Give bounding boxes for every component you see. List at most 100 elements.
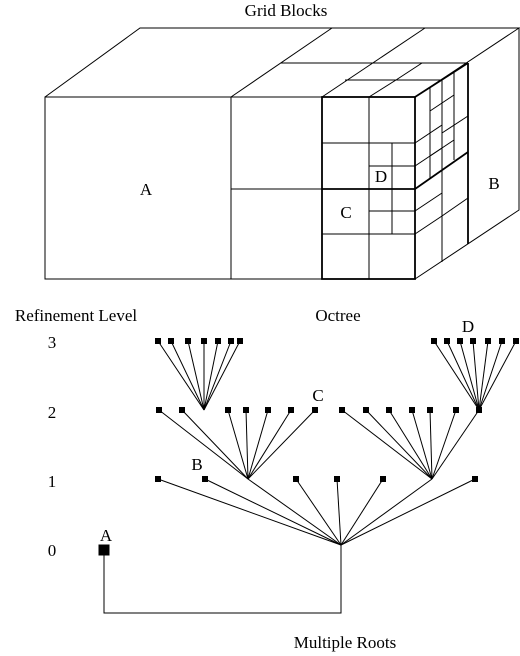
tree-node-level-2 [179, 407, 185, 413]
tree-edge [446, 340, 480, 411]
right-face [414, 28, 520, 280]
tree-node-level-1 [472, 476, 478, 482]
tree-edge [158, 409, 249, 480]
tree-node-level-2 [265, 407, 271, 413]
tree-node-level-3 [215, 338, 221, 344]
tree-edge [459, 340, 480, 411]
tree-edge [203, 340, 219, 411]
side-fine-8 [441, 115, 469, 134]
tree-node-level-2 [363, 407, 369, 413]
tree-edge [411, 409, 433, 480]
block-label-a: A [140, 180, 153, 199]
tree-edge [170, 340, 205, 411]
level-label-0: 0 [48, 541, 57, 560]
tree-node-level-1 [380, 476, 386, 482]
tree-edge [227, 409, 249, 480]
tree-edge [247, 478, 342, 546]
tree-edge [204, 478, 342, 546]
tree-node-level-2 [427, 407, 433, 413]
top-face-fine-1 [368, 79, 397, 98]
tree-edge [340, 478, 384, 546]
tree-node-level-1 [293, 476, 299, 482]
tree-edge [245, 409, 249, 480]
grid-blocks-drawing [44, 27, 520, 280]
block-label-c: C [340, 203, 351, 222]
tree-node-level-1 [155, 476, 161, 482]
tree-node-level-2 [453, 407, 459, 413]
tree-label-a: A [100, 526, 113, 545]
tree-edge [431, 409, 480, 480]
side-fine-2 [414, 215, 443, 235]
grid-blocks-title: Grid Blocks [245, 1, 328, 20]
tree-edge [247, 409, 316, 480]
tree-edge [203, 340, 241, 411]
tree-edge [478, 340, 503, 411]
tree-label-b: B [191, 455, 202, 474]
octree-title: Octree [315, 306, 360, 325]
tree-node-level-3 [485, 338, 491, 344]
tree-node-level-2 [339, 407, 345, 413]
tree-node-level-3 [513, 338, 519, 344]
tree-node-root-a [98, 544, 110, 556]
tree-edge [247, 409, 292, 480]
block-label-b: B [488, 174, 499, 193]
tree-nodes [98, 338, 519, 556]
tree-node-level-2 [288, 407, 294, 413]
tree-edge [472, 340, 480, 411]
tree-edge [431, 409, 457, 480]
block-label-d: D [375, 167, 387, 186]
tree-edge [247, 409, 269, 480]
multiple-roots-title: Multiple Roots [294, 633, 396, 652]
tree-edge [478, 340, 489, 411]
tree-node-level-1 [334, 476, 340, 482]
roots-connector [103, 545, 342, 614]
tree-node-level-3 [185, 338, 191, 344]
tree-edge [157, 478, 342, 546]
side-fine-7 [414, 192, 443, 212]
tree-node-level-3 [444, 338, 450, 344]
tree-edge [157, 340, 205, 411]
tree-edge [181, 409, 249, 480]
tree-edge [478, 340, 517, 411]
tree-node-level-2 [409, 407, 415, 413]
tree-edge [203, 340, 232, 411]
tree-node-level-3 [431, 338, 437, 344]
tree-edge [340, 478, 433, 546]
tree-edge [336, 478, 342, 546]
tree-edge [365, 409, 433, 480]
refinement-level-title: Refinement Level [15, 306, 138, 325]
tree-node-level-2 [476, 407, 482, 413]
tree-edge [340, 478, 476, 546]
tree-label-d: D [462, 317, 474, 336]
tree-node-level-3 [499, 338, 505, 344]
tree-node-level-2 [386, 407, 392, 413]
level-label-3: 3 [48, 333, 57, 352]
tree-edge [433, 340, 480, 411]
tree-node-level-1 [202, 476, 208, 482]
front-face [44, 96, 416, 280]
tree-node-level-3 [201, 338, 207, 344]
tree-node-level-3 [228, 338, 234, 344]
tree-node-level-2 [225, 407, 231, 413]
level-label-2: 2 [48, 403, 57, 422]
level-label-1: 1 [48, 472, 57, 491]
tree-node-level-3 [168, 338, 174, 344]
tree-edge [429, 409, 433, 480]
side-fine-10 [429, 139, 455, 157]
side-fine-9 [441, 197, 469, 217]
tree-node-level-2 [312, 407, 318, 413]
side-fine-1 [414, 124, 443, 144]
side-fine-11 [429, 94, 455, 112]
tree-edge [388, 409, 433, 480]
tree-node-level-3 [470, 338, 476, 344]
tree-node-level-3 [457, 338, 463, 344]
tree-edge [341, 409, 433, 480]
tree-edge [187, 340, 205, 411]
tree-node-level-2 [243, 407, 249, 413]
tree-node-level-3 [155, 338, 161, 344]
top-face-fine-3 [395, 62, 423, 81]
tree-node-level-3 [237, 338, 243, 344]
tree-node-level-2 [156, 407, 162, 413]
